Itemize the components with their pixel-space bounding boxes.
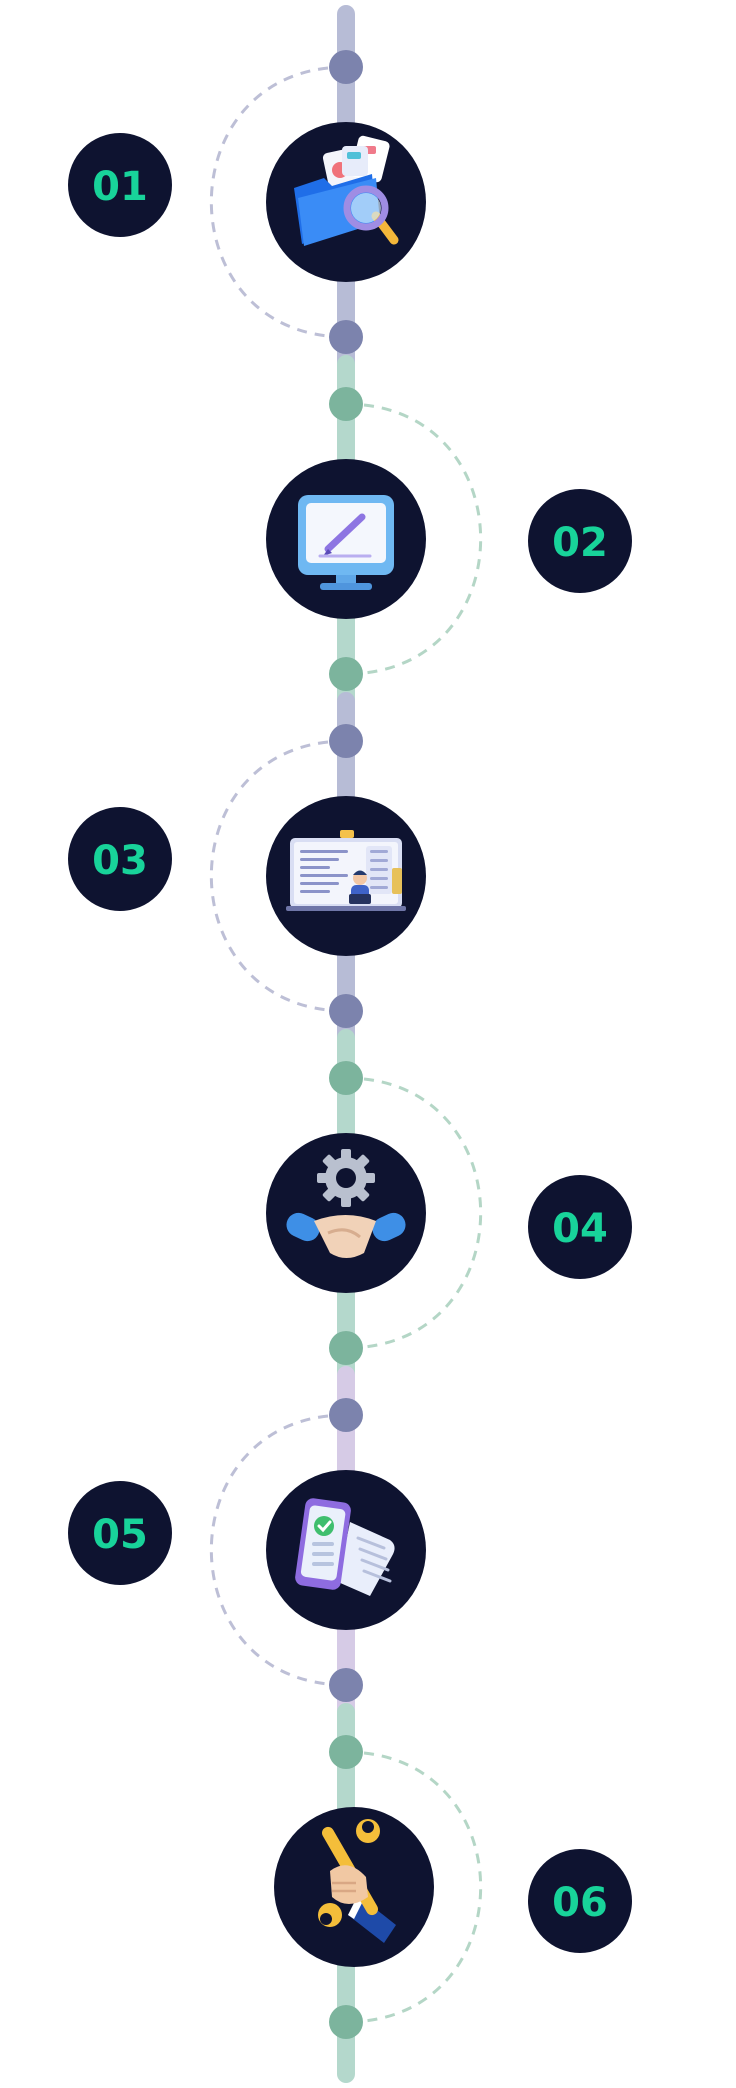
timeline-node-top-05 [329, 1398, 363, 1432]
connector-arc-04 [345, 1076, 483, 1350]
phone-document-check-icon [295, 1498, 395, 1596]
folder-search-icon [294, 135, 399, 246]
step-number-badge [528, 1849, 632, 1953]
timeline-node-top-04 [329, 1061, 363, 1095]
step-number-label: 04 [552, 1206, 608, 1252]
step-03: 03 [68, 796, 426, 956]
step-06: 06 [274, 1807, 632, 1967]
developer-dashboard-icon [286, 830, 406, 911]
timeline-node-top-02 [329, 387, 363, 421]
timeline-node-bottom-04 [329, 1331, 363, 1365]
connector-arc-05 [209, 1413, 347, 1687]
step-05: 05 [68, 1470, 426, 1630]
timeline-node-bottom-06 [329, 2005, 363, 2039]
step-icon-circle [266, 1133, 426, 1293]
step-number-label: 03 [92, 838, 148, 884]
timeline-node-top-06 [329, 1735, 363, 1769]
connector-arc-02 [345, 402, 483, 676]
step-number-badge [68, 133, 172, 237]
timeline-arc-layer [209, 65, 483, 2024]
timeline-node-top-01 [329, 50, 363, 84]
step-number-badge [68, 1481, 172, 1585]
step-01: 01 [68, 122, 426, 282]
step-02: 02 [266, 459, 632, 619]
gear-handshake-icon [286, 1149, 406, 1258]
monitor-pen-icon [298, 495, 394, 590]
step-04: 04 [266, 1133, 632, 1293]
connector-arc-06 [345, 1750, 483, 2024]
timeline-node-bottom-02 [329, 657, 363, 691]
step-number-badge [528, 1175, 632, 1279]
step-number-label: 02 [552, 520, 608, 566]
timeline-node-bottom-05 [329, 1668, 363, 1702]
step-number-badge [68, 807, 172, 911]
connector-arc-03 [209, 739, 347, 1013]
connector-arc-01 [209, 65, 347, 339]
timeline-node-bottom-03 [329, 994, 363, 1028]
step-number-label: 01 [92, 164, 148, 210]
wrench-hand-icon [318, 1819, 396, 1943]
timeline-node-bottom-01 [329, 320, 363, 354]
step-number-badge [528, 489, 632, 593]
timeline-steps-layer: 01 02 03 04 05 06 [68, 122, 632, 1967]
step-number-label: 05 [92, 1512, 148, 1558]
timeline-node-top-03 [329, 724, 363, 758]
timeline-dot-layer [329, 50, 363, 2039]
step-number-label: 06 [552, 1880, 608, 1926]
